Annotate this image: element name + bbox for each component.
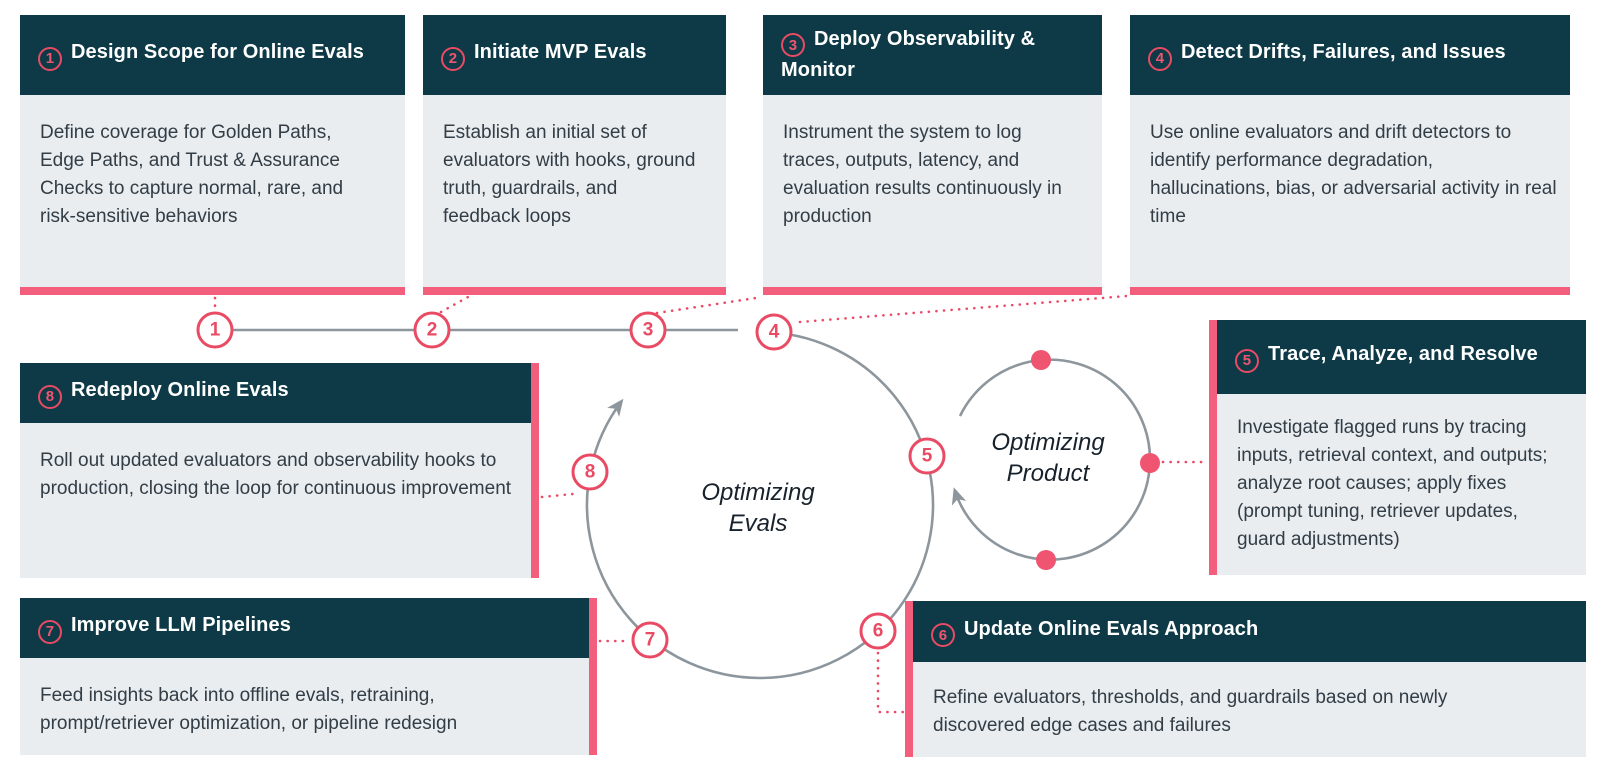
cycle-node-6: 6 [859, 612, 897, 650]
card-step-4-body: Use online evaluators and drift detector… [1130, 95, 1570, 287]
card-step-6: 6 Update Online Evals Approach Refine eva… [905, 601, 1586, 757]
cycle-node-3: 3 [629, 311, 667, 349]
step-5-number-badge: 5 [1235, 348, 1259, 373]
step-7-number-badge: 7 [38, 619, 62, 644]
cycle-node-1: 1 [196, 311, 234, 349]
card-step-8-header: 8 Redeploy Online Evals [20, 363, 531, 423]
card-step-7-header: 7 Improve LLM Pipelines [20, 598, 589, 658]
card-step-2-header: 2 Initiate MVP Evals [423, 15, 726, 95]
product-cycle-label-line1: Optimizing [991, 429, 1105, 456]
connector-node4-card4 [798, 294, 1129, 324]
card-step-8-body: Roll out updated evaluators and observab… [20, 423, 531, 578]
step-3-number-badge: 3 [781, 33, 805, 58]
evals-cycle-label-line2: Evals [728, 510, 788, 537]
card-step-3-title: Deploy Observability & Monitor [781, 27, 1036, 82]
card-step-1-title: Design Scope for Online Evals [71, 41, 364, 64]
card-step-8-accent-bar [531, 363, 539, 578]
card-step-5: 5 Trace, Analyze, and Resolve Investigate… [1209, 320, 1586, 575]
card-step-8: 8 Redeploy Online Evals Roll out updated … [20, 363, 539, 578]
step-8-number-badge: 8 [38, 384, 62, 409]
product-cycle-dot-top [1031, 350, 1051, 370]
card-step-1-body: Define coverage for Golden Paths, Edge P… [20, 95, 405, 287]
connector-node2-card2 [439, 295, 470, 314]
card-step-5-accent-bar [1209, 320, 1217, 575]
card-step-2-title: Initiate MVP Evals [474, 41, 647, 64]
product-cycle-arrowhead-icon [951, 487, 967, 506]
card-step-4-header: 4 Detect Drifts, Failures, and Issues [1130, 15, 1570, 95]
card-step-4-title: Detect Drifts, Failures, and Issues [1181, 41, 1506, 64]
card-step-6-body: Refine evaluators, thresholds, and guard… [913, 662, 1586, 757]
card-step-3-accent-bar [763, 287, 1102, 295]
cycle-node-4: 4 [755, 313, 793, 351]
card-step-4-accent-bar [1130, 287, 1570, 295]
card-step-2: 2 Initiate MVP Evals Establish an initial… [423, 15, 726, 295]
connector-node6-card6 [876, 651, 905, 714]
card-step-3-body: Instrument the system to log traces, out… [763, 95, 1102, 287]
product-cycle-label: Optimizing Product [991, 427, 1104, 489]
step-4-number-badge: 4 [1148, 46, 1172, 71]
evals-cycle-circle [585, 330, 935, 680]
card-step-7: 7 Improve LLM Pipelines Feed insights bac… [20, 598, 597, 755]
product-cycle-dot-right [1140, 453, 1160, 473]
product-cycle-label-line2: Product [1006, 460, 1090, 487]
card-step-7-body: Feed insights back into offline evals, r… [20, 658, 589, 755]
card-step-2-accent-bar [423, 287, 726, 295]
cycle-node-5: 5 [908, 437, 946, 475]
evals-cycle-label-line1: Optimizing [701, 479, 815, 506]
cycle-node-8: 8 [571, 453, 609, 491]
card-step-7-title: Improve LLM Pipelines [71, 614, 291, 637]
card-step-6-title: Update Online Evals Approach [964, 617, 1259, 640]
product-cycle-dot-bottom [1036, 550, 1056, 570]
card-step-2-body: Establish an initial set of evaluators w… [423, 95, 726, 287]
cycle-node-2: 2 [413, 311, 451, 349]
card-step-5-title: Trace, Analyze, and Resolve [1268, 343, 1538, 366]
step-2-number-badge: 2 [441, 46, 465, 71]
connector-node8-card8 [540, 492, 575, 499]
card-step-1-accent-bar [20, 287, 405, 295]
card-step-6-accent-bar [905, 601, 913, 757]
card-step-1: 1 Design Scope for Online Evals Define co… [20, 15, 405, 295]
card-step-5-header: 5 Trace, Analyze, and Resolve [1217, 320, 1586, 394]
cycle-node-7: 7 [631, 621, 669, 659]
card-step-6-header: 6 Update Online Evals Approach [913, 601, 1586, 662]
card-step-7-accent-bar [589, 598, 597, 755]
step-6-number-badge: 6 [931, 623, 955, 648]
card-step-4: 4 Detect Drifts, Failures, and Issues Use… [1130, 15, 1570, 295]
card-step-1-header: 1 Design Scope for Online Evals [20, 15, 405, 95]
card-step-8-title: Redeploy Online Evals [71, 379, 289, 402]
connector-node3-card3 [655, 296, 758, 315]
evals-cycle-arrowhead-icon [607, 398, 624, 417]
evals-cycle-label: Optimizing Evals [701, 477, 814, 539]
step-1-number-badge: 1 [38, 46, 62, 71]
card-step-5-body: Investigate flagged runs by tracing inpu… [1217, 394, 1586, 575]
